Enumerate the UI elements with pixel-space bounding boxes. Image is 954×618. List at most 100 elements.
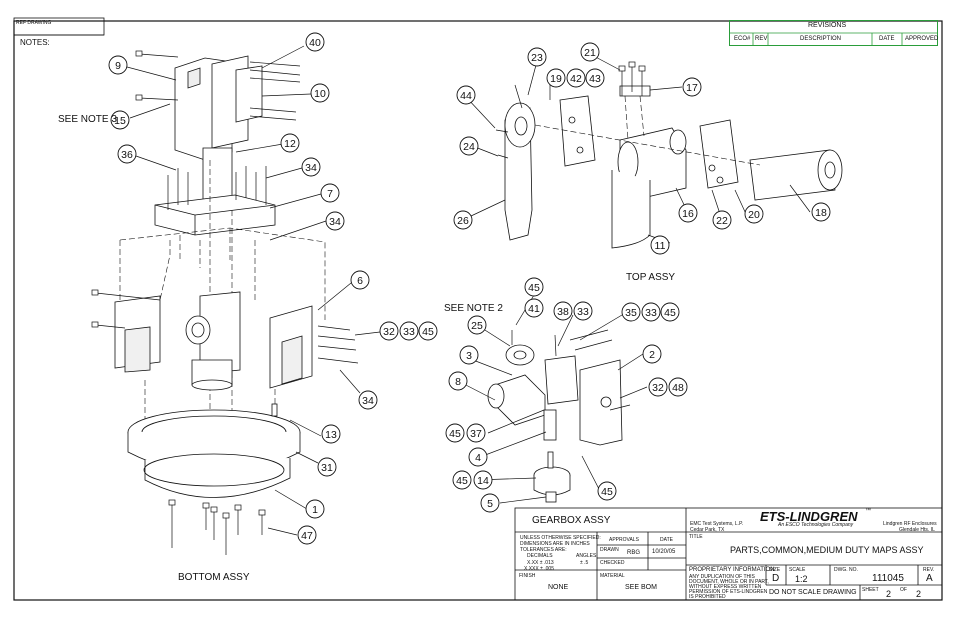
material-value: SEE BOM — [625, 584, 657, 591]
balloon-number: 32 — [652, 382, 664, 394]
rev-col-eco: ECO# — [734, 36, 751, 42]
balloon-number: 8 — [455, 376, 461, 388]
balloon-number: 44 — [460, 90, 472, 102]
balloon-circle — [305, 32, 325, 52]
checked-label: CHECKED — [600, 560, 625, 566]
drawn-date: 10/20/05 — [652, 549, 676, 555]
balloon-bottom-34: 34 — [301, 157, 321, 177]
balloon-gearbox-45: 45 — [524, 277, 544, 297]
balloon-top-11: 11 — [650, 235, 670, 255]
rev-col-rev: REV — [755, 36, 768, 42]
balloon-top-42: 42 — [566, 68, 586, 88]
balloon-top-16: 16 — [678, 203, 698, 223]
balloon-number: 21 — [584, 47, 596, 59]
balloon-number: 42 — [570, 73, 582, 85]
balloon-circle — [445, 423, 465, 443]
balloon-number: 20 — [748, 209, 760, 221]
balloon-gearbox-25: 25 — [467, 315, 487, 335]
trademark: ™ — [865, 508, 871, 514]
balloon-circle — [660, 302, 680, 322]
balloon-bottom-12: 12 — [280, 133, 300, 153]
revisions-table — [729, 32, 938, 46]
balloon-circle — [466, 423, 486, 443]
view-title-gearbox: GEARBOX ASSY — [532, 515, 611, 526]
proprietary-line-2: DOCUMENT, WHOLE OR IN PART, — [689, 579, 769, 585]
balloon-circle — [650, 235, 670, 255]
balloon-top-44: 44 — [456, 85, 476, 105]
size-label: SIZE — [769, 567, 781, 573]
angles-label: ANGLES — [576, 553, 597, 559]
tolerance-note-2: DIMENSIONS ARE IN INCHES — [520, 541, 590, 547]
sheet-total: 2 — [916, 589, 922, 599]
balloon-circle — [468, 447, 488, 467]
balloon-gearbox-38: 38 — [553, 301, 573, 321]
date-label: DATE — [660, 537, 673, 543]
drawn-label: DRAWN — [600, 547, 619, 553]
balloon-circle — [456, 85, 476, 105]
view-title-top: TOP ASSY — [626, 272, 676, 283]
balloon-circle — [350, 270, 370, 290]
balloon-number: 17 — [686, 82, 698, 94]
balloon-top-18: 18 — [811, 202, 831, 222]
balloon-circle — [310, 83, 330, 103]
proprietary-line-1: ANY DUPLICATION OF THIS — [689, 574, 755, 580]
finish-label: FINISH — [519, 573, 536, 579]
balloon-circle — [467, 315, 487, 335]
notes-label: NOTES: — [20, 38, 50, 47]
ref-drawing-label: REF DRAWING — [16, 20, 52, 26]
balloon-number: 18 — [815, 207, 827, 219]
revisions-title: REVISIONS — [808, 22, 847, 29]
title-block-lines — [514, 507, 943, 601]
company-left-line1: EMC Test Systems, L.P. — [690, 521, 744, 527]
balloon-circle — [301, 157, 321, 177]
balloon-gearbox-45: 45 — [660, 302, 680, 322]
note2-callout: SEE NOTE 2 — [444, 303, 503, 314]
company-left-line2: Cedar Park, TX — [690, 527, 725, 533]
balloon-circle — [585, 68, 605, 88]
balloon-circle — [379, 321, 399, 341]
balloon-circle — [682, 77, 702, 97]
balloon-circle — [321, 424, 341, 444]
balloon-gearbox-45: 45 — [597, 481, 617, 501]
balloon-number: 36 — [121, 149, 133, 161]
balloon-number: 34 — [329, 216, 341, 228]
balloon-circle — [459, 345, 479, 365]
balloon-gearbox-2: 2 — [642, 344, 662, 364]
balloon-bottom-7: 7 — [320, 183, 340, 203]
proprietary-line-4: PERMISSION OF ETS-LINDGREN — [689, 589, 768, 595]
balloon-gearbox-4: 4 — [468, 447, 488, 467]
balloon-number: 11 — [655, 240, 666, 252]
balloon-number: 25 — [471, 320, 483, 332]
balloon-bottom-45: 45 — [418, 321, 438, 341]
balloon-circle — [110, 110, 130, 130]
balloon-circle — [280, 133, 300, 153]
balloon-circle — [573, 301, 593, 321]
balloon-circle — [580, 42, 600, 62]
tolerance-note-3: TOLERANCES ARE: — [520, 547, 567, 553]
balloon-number: 31 — [321, 462, 333, 474]
balloon-circle — [399, 321, 419, 341]
proprietary-line-5: IS PROHIBITED — [689, 594, 726, 600]
balloon-circle — [317, 457, 337, 477]
balloon-number: 45 — [449, 428, 461, 440]
balloon-top-17: 17 — [682, 77, 702, 97]
balloon-number: 41 — [528, 303, 540, 315]
balloon-top-19: 19 — [546, 68, 566, 88]
gearbox-assembly — [487, 329, 631, 503]
balloon-circle — [108, 55, 128, 75]
rev-col-approved: APPROVED — [905, 36, 939, 42]
balloon-number: 45 — [528, 282, 540, 294]
balloon-number: 47 — [301, 530, 313, 542]
balloon-bottom-47: 47 — [297, 525, 317, 545]
balloon-top-22: 22 — [712, 210, 732, 230]
balloon-circle — [744, 204, 764, 224]
proprietary-title: PROPRIETARY INFORMATION — [689, 567, 775, 573]
balloon-number: 12 — [284, 138, 296, 150]
balloon-circle — [597, 481, 617, 501]
balloon-number: 16 — [682, 208, 694, 220]
company-right-line1: Lindgren RF Enclosures — [883, 521, 937, 527]
balloon-number: 45 — [664, 307, 676, 319]
balloon-number: 34 — [305, 162, 317, 174]
balloon-bottom-32: 32 — [379, 321, 399, 341]
